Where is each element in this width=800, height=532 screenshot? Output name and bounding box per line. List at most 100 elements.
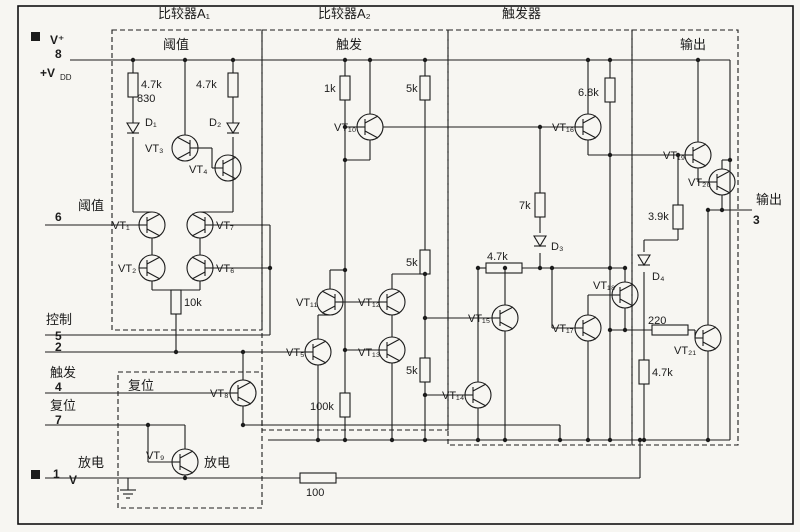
diode-label-d4: D₄ xyxy=(652,271,665,283)
transistor-vt16-symbol xyxy=(574,113,602,141)
header-trigger: 触发 xyxy=(336,37,362,52)
inner-label-reset: 复位 xyxy=(128,378,154,393)
resistor-label-830: 830 xyxy=(137,93,155,105)
transistor-vt7-symbol xyxy=(186,211,214,239)
transistor-vt10-symbol xyxy=(356,113,384,141)
resistor-10k-symbol xyxy=(170,289,182,315)
transistor-label-vt21: VT₂₁ xyxy=(674,345,696,357)
pin-number-8: 8 xyxy=(55,47,62,61)
pin-label-vplus: V⁺ xyxy=(50,33,64,47)
transistor-label-vt19: VT₁₉ xyxy=(663,150,685,162)
block-comparator-a1-box xyxy=(111,29,263,331)
transistor-vt9-symbol xyxy=(171,448,199,476)
header-threshold: 阈值 xyxy=(163,37,189,52)
block-title-comparator-a2: 比较器A₂ xyxy=(318,6,371,21)
junction-dots xyxy=(130,57,733,481)
transistor-vt11-symbol xyxy=(316,288,344,316)
pin-number-7: 7 xyxy=(55,413,62,427)
resistor-6.8k-symbol xyxy=(604,77,616,103)
transistor-vt2-symbol xyxy=(138,254,166,282)
resistor-label-4.7k-b: 4.7k xyxy=(196,79,217,91)
transistor-vt6-symbol xyxy=(186,254,214,282)
block-comparator-a2-box xyxy=(261,29,449,431)
transistor-label-vt5: VT₅ xyxy=(286,347,305,359)
transistor-label-vt16: VT₁₆ xyxy=(552,122,574,134)
resistor-7k-symbol xyxy=(534,192,546,218)
resistor-label-7k: 7k xyxy=(519,200,531,212)
resistor-label-4.7k-a: 4.7k xyxy=(141,79,162,91)
transistor-vt5-symbol xyxy=(304,338,332,366)
pin-number-2: 2 xyxy=(55,340,62,354)
resistor-label-4.7k-out: 4.7k xyxy=(652,367,673,379)
resistor-4.7k-b-symbol xyxy=(227,72,239,98)
transistor-vt19-symbol xyxy=(684,141,712,169)
pin-label-vminus: V⁻ xyxy=(69,473,83,487)
transistor-label-vt17: VT₁₇ xyxy=(552,323,574,335)
resistor-label-100: 100 xyxy=(306,487,324,499)
block-title-comparator-a1: 比较器A₁ xyxy=(158,6,211,21)
resistor-label-10k: 10k xyxy=(184,297,202,309)
diode-label-d2: D₂ xyxy=(209,117,221,129)
transistor-label-vt15: VT₁₅ xyxy=(468,313,490,325)
pin-label-output: 输出 xyxy=(756,192,782,207)
pin-number-5: 5 xyxy=(55,329,62,343)
diode-label-d1: D₁ xyxy=(145,117,157,129)
resistor-label-220: 220 xyxy=(648,315,666,327)
resistor-label-100k: 100k xyxy=(310,401,334,413)
resistor-label-4.7k-ff: 4.7k xyxy=(487,251,508,263)
inner-label-discharge: 放电 xyxy=(204,455,230,470)
pin-label-control: 控制 xyxy=(46,312,72,327)
transistor-label-vt2: VT₂ xyxy=(118,263,136,275)
transistor-label-vt8: VT₈ xyxy=(210,388,229,400)
figure-frame xyxy=(17,5,794,525)
diode-d2-symbol xyxy=(226,122,240,134)
transistor-label-vt9: VT₉ xyxy=(146,450,164,462)
transistor-label-vt10: VT₁₀ xyxy=(334,122,356,134)
diode-d1-symbol xyxy=(126,122,140,134)
diode-d3-symbol xyxy=(533,235,547,247)
diode-label-d3: D₃ xyxy=(551,241,563,253)
pin-label-vdd: +V xyxy=(40,66,55,80)
transistor-label-vt6: VT₆ xyxy=(216,263,235,275)
resistor-100-symbol xyxy=(299,472,337,484)
pin-label-threshold: 阈值 xyxy=(78,198,104,213)
resistor-label-6.8k: 6.8k xyxy=(578,87,599,99)
transistor-label-vt3: VT₃ xyxy=(145,143,164,155)
block-output-box xyxy=(631,29,739,446)
transistor-label-vt1: VT₁ xyxy=(112,220,130,232)
transistor-label-vt4: VT₄ xyxy=(189,164,208,176)
pin-number-1: 1 xyxy=(53,467,60,481)
transistor-label-vt18: VT₁₈ xyxy=(593,280,615,292)
transistor-label-vt20: VT₂₀ xyxy=(688,177,711,189)
resistor-label-5k-mid: 5k xyxy=(406,257,418,269)
resistor-5k-mid-symbol xyxy=(419,249,431,275)
transistor-label-vt11: VT₁₁ xyxy=(296,297,318,309)
block-flipflop-box xyxy=(447,29,633,446)
transistor-vt1-symbol xyxy=(138,211,166,239)
pin-number-6: 6 xyxy=(55,210,62,224)
diode-d4-symbol xyxy=(637,254,651,266)
resistor-100k-symbol xyxy=(339,392,351,418)
transistor-label-vt14: VT₁₄ xyxy=(442,390,465,402)
block-boxes xyxy=(111,29,739,509)
pin-label-vdd-subscript: DD xyxy=(60,73,72,82)
transistor-label-vt13: VT₁₃ xyxy=(358,347,380,359)
block-title-flipflop: 触发器 xyxy=(502,6,541,21)
transistor-vt14-symbol xyxy=(464,381,492,409)
transistor-vt20-symbol xyxy=(708,168,736,196)
transistor-vt8-symbol xyxy=(229,379,257,407)
transistor-vt17-symbol xyxy=(574,314,602,342)
transistor-vt4-symbol xyxy=(214,154,242,182)
resistor-label-1k: 1k xyxy=(324,83,336,95)
resistor-label-5k-bot: 5k xyxy=(406,365,418,377)
transistor-vt15-symbol xyxy=(491,304,519,332)
transistor-vt18-symbol xyxy=(611,281,639,309)
pin-label-reset: 复位 xyxy=(50,398,76,413)
resistor-1k-symbol xyxy=(339,75,351,101)
transistor-vt3-symbol xyxy=(171,134,199,162)
resistor-5k-top-symbol xyxy=(419,75,431,101)
resistor-4.7k-out-symbol xyxy=(638,359,650,385)
header-output: 输出 xyxy=(680,37,706,52)
pin-label-discharge: 放电 xyxy=(78,455,104,470)
